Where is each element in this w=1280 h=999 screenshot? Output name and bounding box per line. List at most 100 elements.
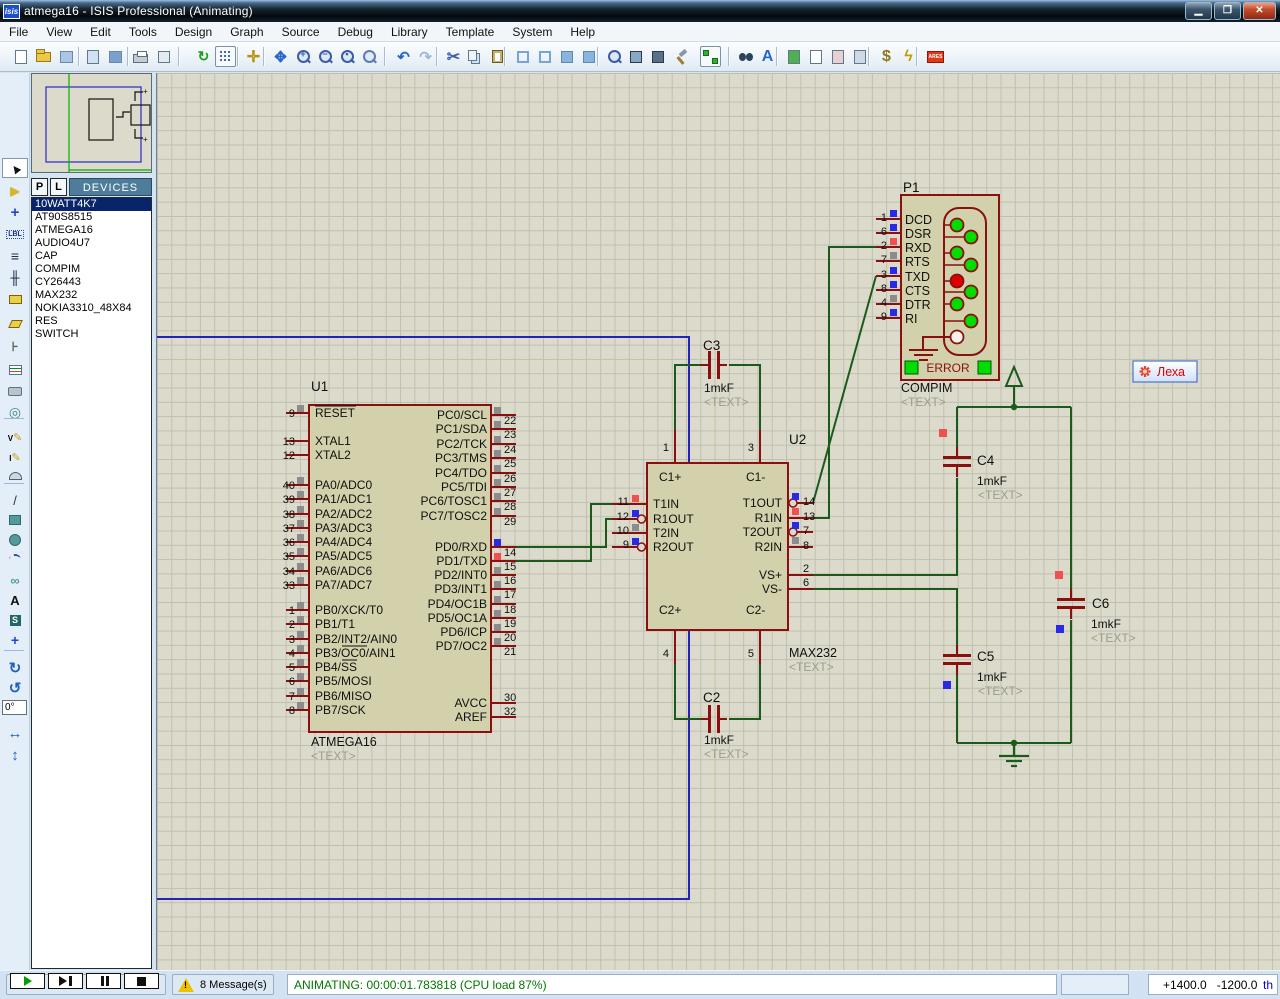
tool-subcircuit[interactable] xyxy=(3,289,27,309)
zoom-all-button[interactable]: ▪ xyxy=(336,46,357,67)
search-tag-button[interactable] xyxy=(735,46,756,67)
library-button[interactable]: L xyxy=(50,178,67,196)
import-section-button[interactable] xyxy=(82,46,103,67)
open-design-button[interactable] xyxy=(33,46,54,67)
menu-help[interactable]: Help xyxy=(570,24,596,39)
menu-edit[interactable]: Edit xyxy=(90,24,111,39)
menu-design[interactable]: Design xyxy=(174,24,213,39)
tool-symbol-2d[interactable]: S xyxy=(3,610,27,630)
menu-template[interactable]: Template xyxy=(445,24,495,39)
tool-graph[interactable] xyxy=(3,360,27,380)
menu-source[interactable]: Source xyxy=(281,24,320,39)
tool-bus[interactable]: ╫ xyxy=(3,267,27,287)
print-button[interactable] xyxy=(130,46,151,67)
device-item[interactable]: CY26443 xyxy=(35,276,81,288)
restore-button[interactable]: ❐ xyxy=(1214,2,1241,20)
tool-mirror-horizontal[interactable]: ↔ xyxy=(3,723,27,743)
zoom-in-button[interactable]: + xyxy=(292,46,313,67)
tool-rotate-anticlockwise[interactable]: ↺ xyxy=(3,678,27,698)
ground-symbol[interactable] xyxy=(999,743,1029,768)
goto-sheet-button[interactable] xyxy=(849,46,870,67)
tool-text-2d[interactable]: A xyxy=(3,590,27,610)
block-move-button[interactable] xyxy=(534,46,555,67)
remove-sheet-button[interactable] xyxy=(827,46,848,67)
menu-file[interactable]: File xyxy=(9,24,29,39)
paste-button[interactable] xyxy=(487,46,508,67)
redraw-button[interactable]: ↻ xyxy=(193,46,214,67)
device-item[interactable]: COMPIM xyxy=(35,263,81,275)
wire-c2-right[interactable] xyxy=(729,664,761,720)
new-sheet-button[interactable] xyxy=(805,46,826,67)
device-item[interactable]: NOKIA3310_48X84 xyxy=(35,302,132,314)
wire-autorouter-button[interactable] xyxy=(700,46,721,67)
export-section-button[interactable] xyxy=(105,46,126,67)
tool-marker-2d[interactable]: + xyxy=(3,630,27,650)
block-copy-button[interactable] xyxy=(512,46,533,67)
message-count[interactable]: 8 Message(s) xyxy=(200,978,267,991)
overview-window[interactable]: ++ xyxy=(31,73,152,173)
menu-graph[interactable]: Graph xyxy=(230,24,264,39)
menu-system[interactable]: System xyxy=(512,24,553,39)
rotation-angle-field[interactable]: 0° xyxy=(2,700,27,715)
wire-vsminus[interactable] xyxy=(813,588,958,646)
wire-c3-right[interactable] xyxy=(729,364,761,430)
save-design-button[interactable] xyxy=(56,46,77,67)
device-item[interactable]: RES xyxy=(35,315,58,327)
device-item[interactable]: MAX232 xyxy=(35,289,78,301)
packaging-tool-button[interactable] xyxy=(647,46,668,67)
new-file-button[interactable] xyxy=(10,46,31,67)
tool-path-2d[interactable]: ∞ xyxy=(3,570,27,590)
wire-c3-left[interactable] xyxy=(674,364,701,430)
zoom-out-button[interactable]: − xyxy=(314,46,335,67)
design-explorer-button[interactable] xyxy=(783,46,804,67)
tool-line-2d[interactable]: / xyxy=(3,490,27,510)
wire-rxd-r1in[interactable] xyxy=(813,246,876,519)
cut-button[interactable]: ✂ xyxy=(443,46,464,67)
block-rotate-button[interactable] xyxy=(556,46,577,67)
device-item[interactable]: AT90S8515 xyxy=(35,211,93,223)
tool-rotate-clockwise[interactable]: ↻ xyxy=(3,658,27,678)
wire-c2-left[interactable] xyxy=(674,664,701,720)
device-item[interactable]: SWITCH xyxy=(35,328,79,340)
play-button[interactable] xyxy=(10,973,45,989)
bill-of-materials-button[interactable]: $ xyxy=(876,46,897,67)
zoom-area-button[interactable] xyxy=(358,46,379,67)
pause-button[interactable] xyxy=(86,973,121,989)
tool-box-2d[interactable] xyxy=(3,510,27,530)
step-button[interactable] xyxy=(48,973,83,989)
tool-tape-recorder[interactable] xyxy=(3,381,27,401)
device-item[interactable]: AUDIO4U7 xyxy=(35,237,91,249)
pan-button[interactable]: ✥ xyxy=(270,46,291,67)
minimize-button[interactable]: ▁ xyxy=(1185,2,1212,20)
tool-terminal[interactable] xyxy=(3,314,27,334)
tool-component[interactable]: ▶ xyxy=(3,181,27,201)
menu-debug[interactable]: Debug xyxy=(337,24,373,39)
origin-button[interactable]: ✛ xyxy=(243,46,264,67)
mark-output-area-button[interactable] xyxy=(153,46,174,67)
make-device-button[interactable] xyxy=(625,46,646,67)
tool-wire-label[interactable]: LBL xyxy=(3,224,27,244)
tool-selection[interactable]: ▲ xyxy=(2,158,28,178)
electrical-rule-check-button[interactable]: ϟ xyxy=(898,46,919,67)
close-button[interactable]: ✕ xyxy=(1243,2,1276,20)
menu-tools[interactable]: Tools xyxy=(128,24,157,39)
u1-chip-body[interactable] xyxy=(308,404,492,733)
tool-voltage-probe[interactable]: V✎ xyxy=(3,426,27,446)
block-delete-button[interactable] xyxy=(578,46,599,67)
net-flag[interactable]: Леха xyxy=(1132,360,1198,383)
device-item[interactable]: 10WATT4K7 xyxy=(32,198,151,211)
redo-button[interactable]: ↷ xyxy=(415,46,436,67)
property-assignment-button[interactable]: A xyxy=(757,46,778,67)
tool-junction-dot[interactable]: + xyxy=(3,202,27,222)
copy-button[interactable] xyxy=(465,46,486,67)
wire-txd-t1out[interactable] xyxy=(812,275,877,504)
menu-view[interactable]: View xyxy=(46,24,73,39)
decompose-button[interactable] xyxy=(669,46,690,67)
device-item[interactable]: CAP xyxy=(35,250,58,262)
tool-device-pin[interactable]: ⊦ xyxy=(3,337,27,357)
netlist-to-ares-button[interactable]: ARES xyxy=(925,46,946,67)
wire-pd1-t1in[interactable] xyxy=(516,503,612,562)
tool-circle-2d[interactable] xyxy=(3,530,27,550)
tool-arc-2d[interactable] xyxy=(3,550,27,570)
